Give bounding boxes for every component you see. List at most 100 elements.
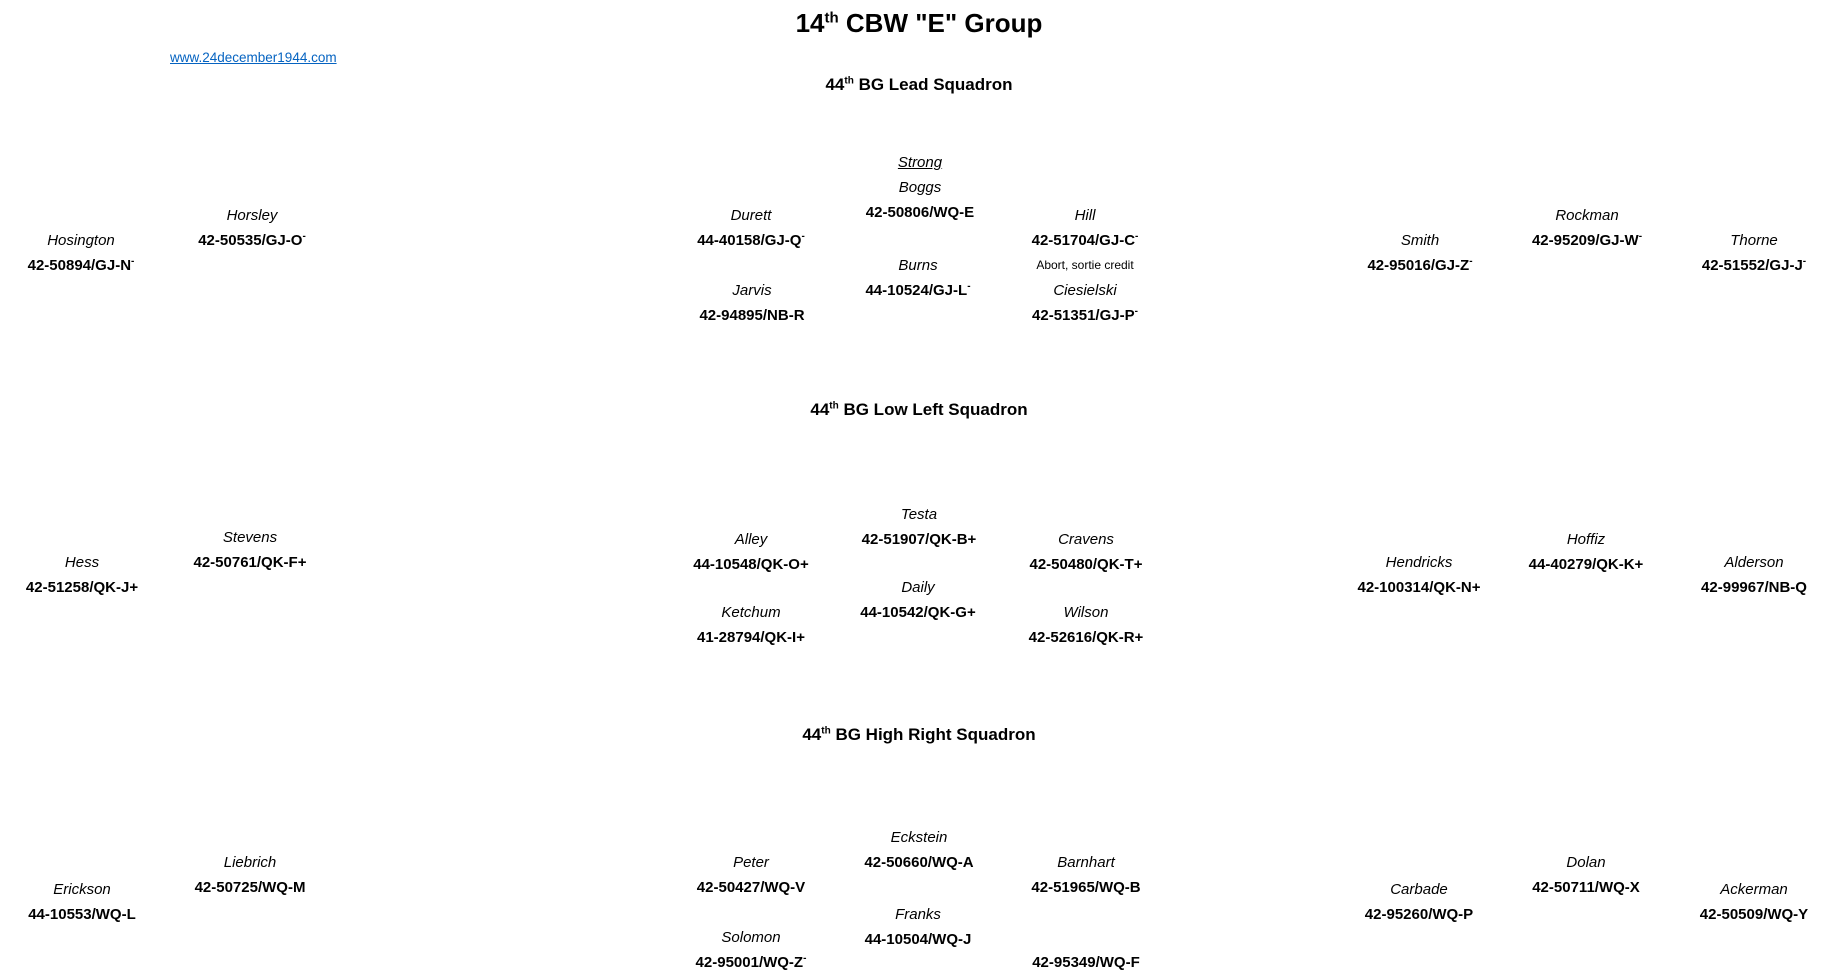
pilot-name: Rockman bbox=[1555, 207, 1619, 224]
pilot-name: Eckstein bbox=[890, 829, 948, 846]
pilot-name: Dolan bbox=[1566, 854, 1606, 871]
pilot-name: Horsley bbox=[226, 207, 278, 224]
squadron-header-lead: 44th BG Lead Squadron bbox=[825, 75, 1013, 94]
pilot-name: Cravens bbox=[1058, 531, 1114, 548]
page-title-number: 14 bbox=[795, 8, 825, 38]
aircraft-wq-f: 42-95349/WQ-F bbox=[976, 950, 1196, 975]
aircraft-serial: 42-51552/GJ-J- bbox=[1701, 256, 1807, 275]
aircraft-serial: 41-28794/QK-I+ bbox=[697, 629, 805, 646]
aircraft-serial: 44-10548/QK-O+ bbox=[693, 556, 809, 573]
pilot-name: Hess bbox=[64, 554, 100, 571]
aircraft-serial: 42-50806/WQ-E bbox=[865, 204, 975, 221]
pilot-name: Ciesielski bbox=[1053, 282, 1117, 299]
aircraft-serial: 42-52616/QK-R+ bbox=[1028, 629, 1144, 646]
aircraft-alderson: Alderson 42-99967/NB-Q bbox=[1644, 550, 1838, 600]
aircraft-serial: 42-99967/NB-Q bbox=[1701, 579, 1807, 596]
page-title-ordinal: th bbox=[824, 9, 839, 27]
aircraft-ketchum: Ketchum 41-28794/QK-I+ bbox=[641, 600, 861, 650]
aircraft-serial: 42-50509/WQ-Y bbox=[1699, 906, 1809, 923]
pilot-name: Daily bbox=[901, 579, 935, 596]
pilot-name: Alley bbox=[734, 531, 768, 548]
aircraft-serial: 42-95001/WQ-Z- bbox=[695, 953, 807, 972]
aircraft-smith: Smith 42-95016/GJ-Z- bbox=[1310, 228, 1530, 278]
aircraft-serial: 42-51907/QK-B+ bbox=[861, 531, 977, 548]
pilot-name: Peter bbox=[733, 854, 769, 871]
aircraft-erickson: Erickson 44-10553/WQ-L bbox=[0, 877, 192, 927]
pilot-name: Alderson bbox=[1724, 554, 1784, 571]
aircraft-serial: 42-50711/WQ-X bbox=[1532, 879, 1640, 896]
website-link[interactable]: www.24december1944.com bbox=[170, 50, 337, 65]
aircraft-serial: 42-50660/WQ-A bbox=[864, 854, 974, 871]
aircraft-strong-boggs: Strong Boggs 42-50806/WQ-E bbox=[810, 150, 1030, 225]
aircraft-hoffiz: Hoffiz 44-40279/QK-K+ bbox=[1476, 527, 1696, 577]
pilot-name: Carbade bbox=[1390, 881, 1448, 898]
pilot-name: Durett bbox=[730, 207, 772, 224]
pilot-name: Erickson bbox=[53, 881, 111, 898]
aircraft-serial: 44-40279/QK-K+ bbox=[1528, 556, 1644, 573]
abort-note: Abort, sortie credit bbox=[1036, 258, 1134, 272]
aircraft-serial: 42-95260/WQ-P bbox=[1364, 906, 1474, 923]
pilot-name: Hendricks bbox=[1385, 554, 1453, 571]
pilot-name: Wilson bbox=[1063, 604, 1109, 621]
aircraft-hess: Hess 42-51258/QK-J+ bbox=[0, 550, 192, 600]
aircraft-barnhart: Barnhart 42-51965/WQ-B bbox=[976, 850, 1196, 900]
lead-crew-name: Strong bbox=[897, 154, 943, 171]
pilot-name: Boggs bbox=[898, 179, 942, 196]
aircraft-serial: 42-51704/GJ-C- bbox=[1031, 231, 1139, 250]
aircraft-serial: 44-10553/WQ-L bbox=[28, 906, 136, 923]
pilot-name: Testa bbox=[900, 506, 938, 523]
aircraft-peter: Peter 42-50427/WQ-V bbox=[641, 850, 861, 900]
aircraft-daily: Daily 44-10542/QK-G+ bbox=[808, 575, 1028, 625]
aircraft-liebrich: Liebrich 42-50725/WQ-M bbox=[140, 850, 360, 900]
aircraft-serial: 42-50427/WQ-V bbox=[696, 879, 806, 896]
aircraft-franks: Franks 44-10504/WQ-J bbox=[808, 902, 1028, 952]
aircraft-serial: 42-94895/NB-R bbox=[699, 307, 805, 324]
aircraft-alley: Alley 44-10548/QK-O+ bbox=[641, 527, 861, 577]
aircraft-hosington: Hosington 42-50894/GJ-N- bbox=[0, 228, 191, 278]
aircraft-cravens: Cravens 42-50480/QK-T+ bbox=[976, 527, 1196, 577]
pilot-name: Burns bbox=[898, 257, 938, 274]
aircraft-serial: 44-10542/QK-G+ bbox=[860, 604, 976, 621]
pilot-name: Franks bbox=[895, 906, 941, 923]
aircraft-burns: Burns 44-10524/GJ-L- bbox=[808, 253, 1028, 303]
aircraft-ackerman: Ackerman 42-50509/WQ-Y bbox=[1644, 877, 1838, 927]
aircraft-hill: Hill 42-51704/GJ-C- Abort, sortie credit bbox=[975, 203, 1195, 278]
aircraft-ciesielski: Ciesielski 42-51351/GJ-P- bbox=[975, 278, 1195, 328]
aircraft-rockman: Rockman 42-95209/GJ-W- bbox=[1477, 203, 1697, 253]
aircraft-jarvis: Jarvis 42-94895/NB-R bbox=[642, 278, 862, 328]
pilot-name: Jarvis bbox=[732, 282, 772, 299]
aircraft-stevens: Stevens 42-50761/QK-F+ bbox=[140, 525, 360, 575]
pilot-name: Ackerman bbox=[1720, 881, 1788, 898]
aircraft-serial: 42-51258/QK-J+ bbox=[25, 579, 139, 596]
aircraft-solomon: Solomon 42-95001/WQ-Z- bbox=[641, 925, 861, 975]
aircraft-serial: 42-100314/QK-N+ bbox=[1357, 579, 1481, 596]
aircraft-dolan: Dolan 42-50711/WQ-X bbox=[1476, 850, 1696, 900]
aircraft-serial: 44-40158/GJ-Q- bbox=[697, 231, 805, 250]
squadron-header-low-left: 44th BG Low Left Squadron bbox=[810, 400, 1028, 419]
pilot-name: Hill bbox=[1074, 207, 1096, 224]
aircraft-serial: 42-95209/GJ-W- bbox=[1531, 231, 1643, 250]
aircraft-serial: 42-50480/QK-T+ bbox=[1029, 556, 1143, 573]
aircraft-serial: 42-51965/WQ-B bbox=[1031, 879, 1141, 896]
page-title: 14th CBW "E" Group bbox=[0, 8, 1838, 39]
pilot-name: Barnhart bbox=[1057, 854, 1115, 871]
aircraft-serial: 44-10504/WQ-J bbox=[864, 931, 972, 948]
pilot-name: Thorne bbox=[1730, 232, 1778, 249]
aircraft-testa: Testa 42-51907/QK-B+ bbox=[809, 502, 1029, 552]
aircraft-serial: 42-95016/GJ-Z- bbox=[1367, 256, 1473, 275]
aircraft-serial: 42-50725/WQ-M bbox=[194, 879, 306, 896]
aircraft-serial: 42-95349/WQ-F bbox=[1032, 954, 1140, 971]
aircraft-serial: 42-50894/GJ-N- bbox=[27, 256, 135, 275]
aircraft-thorne: Thorne 42-51552/GJ-J- bbox=[1644, 228, 1838, 278]
pilot-name: Smith bbox=[1400, 232, 1440, 249]
pilot-name: Ketchum bbox=[721, 604, 781, 621]
aircraft-serial: 42-50535/GJ-O- bbox=[198, 231, 306, 250]
aircraft-carbade: Carbade 42-95260/WQ-P bbox=[1309, 877, 1529, 927]
aircraft-serial: 42-51351/GJ-P- bbox=[1032, 306, 1138, 325]
squadron-header-high-right: 44th BG High Right Squadron bbox=[802, 725, 1036, 744]
aircraft-hendricks: Hendricks 42-100314/QK-N+ bbox=[1309, 550, 1529, 600]
pilot-name: Hoffiz bbox=[1566, 531, 1606, 548]
pilot-name: Hosington bbox=[47, 232, 115, 249]
aircraft-wilson: Wilson 42-52616/QK-R+ bbox=[976, 600, 1196, 650]
pilot-name: Liebrich bbox=[223, 854, 277, 871]
